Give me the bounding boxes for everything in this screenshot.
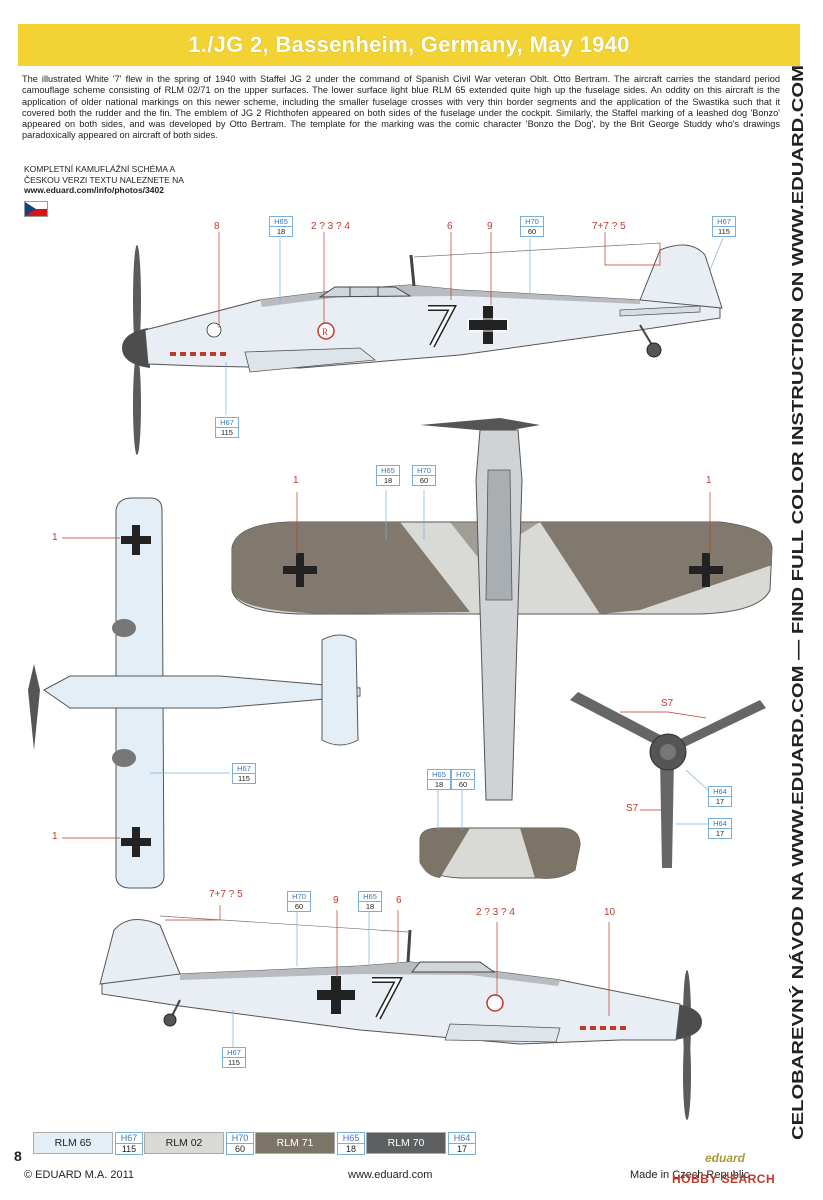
hobby-search-watermark: HOBBY SEARCH bbox=[672, 1172, 776, 1186]
copyright-text: © EDUARD M.A. 2011 bbox=[24, 1169, 134, 1181]
swatch-chip: RLM 70 bbox=[366, 1132, 446, 1154]
leader-label: 10 bbox=[604, 907, 616, 918]
profile-right-side bbox=[99, 905, 702, 1120]
plan-view-lower bbox=[28, 497, 361, 889]
leader-label: 1 bbox=[293, 475, 299, 486]
czech-line-2: ČESKOU VERZI TEXTU NALEZNETE NA bbox=[24, 174, 184, 185]
profile-left-side: R bbox=[122, 232, 724, 455]
leader-label: 1 bbox=[52, 831, 58, 842]
intro-text: The illustrated White '7' flew in the sp… bbox=[22, 74, 780, 141]
svg-text:R: R bbox=[322, 327, 328, 337]
leader-label: S7 bbox=[661, 698, 674, 709]
leader-label: 1 bbox=[52, 532, 58, 543]
leader-label: 6 bbox=[396, 895, 402, 906]
plan-view-upper bbox=[231, 418, 773, 879]
page-number: 8 bbox=[14, 1148, 22, 1164]
czech-flag-icon bbox=[24, 201, 48, 217]
leader-label: 2 ? 3 ? 4 bbox=[311, 221, 350, 232]
leader-label: 6 bbox=[447, 221, 453, 232]
leader-label: 9 bbox=[333, 895, 339, 906]
leader-label: 7+7 ? 5 bbox=[209, 889, 243, 900]
eduard-logo: eduard bbox=[705, 1151, 746, 1165]
swatch-chip: RLM 71 bbox=[255, 1132, 335, 1154]
leader-label: 2 ? 3 ? 4 bbox=[476, 907, 515, 918]
swatch-chip: RLM 65 bbox=[33, 1132, 113, 1154]
propeller-detail bbox=[570, 692, 766, 868]
website-link[interactable]: www.eduard.com bbox=[348, 1169, 433, 1181]
czech-line-1: KOMPLETNÍ KAMUFLÁŽNÍ SCHÉMA A bbox=[24, 164, 176, 174]
side-instruction-text: CELOBAREVNÝ NÁVOD NA WWW.EDUARD.COM — FI… bbox=[786, 60, 810, 1140]
title-banner: 1./JG 2, Bassenheim, Germany, May 1940 bbox=[18, 24, 800, 66]
leader-label: 8 bbox=[214, 221, 220, 232]
czech-notice: KOMPLETNÍ KAMUFLÁŽNÍ SCHÉMA A ČESKOU VER… bbox=[24, 164, 184, 196]
made-in-text: Made in Czech Republic bbox=[630, 1169, 750, 1181]
leader-label: 1 bbox=[706, 475, 712, 486]
leader-label: 7+7 ? 5 bbox=[592, 221, 626, 232]
page-title: 1./JG 2, Bassenheim, Germany, May 1940 bbox=[188, 32, 630, 57]
swatch-chip: RLM 02 bbox=[144, 1132, 224, 1154]
leader-label: 9 bbox=[487, 221, 493, 232]
leader-label: S7 bbox=[626, 803, 639, 814]
czech-url[interactable]: www.eduard.com/info/photos/3402 bbox=[24, 185, 164, 195]
side-text-label: CELOBAREVNÝ NÁVOD NA WWW.EDUARD.COM — FI… bbox=[789, 65, 807, 1140]
